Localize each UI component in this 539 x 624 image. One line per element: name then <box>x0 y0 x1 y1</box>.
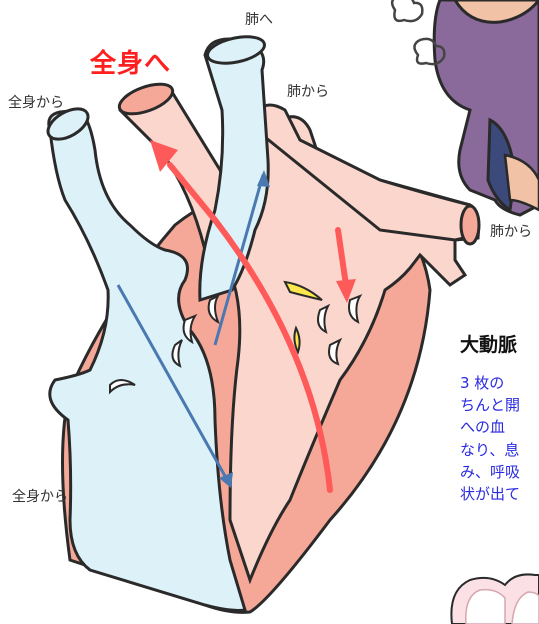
article-line: への血 <box>460 416 539 438</box>
article-line: ちんと開 <box>460 394 539 416</box>
lungs-illustration <box>451 574 539 624</box>
article-heading: 大動脈 <box>460 330 517 357</box>
label-from-whole-body-bottom: 全身から <box>12 486 68 506</box>
label-from-whole-body-top: 全身から <box>8 92 64 112</box>
label-lung-top: 肺へ <box>245 9 273 29</box>
label-to-whole-body: 全身へ <box>90 43 171 80</box>
label-from-lung-far-right: 肺から <box>490 221 532 241</box>
pulmonary-vein-opening <box>461 206 479 244</box>
article-line: み、呼吸 <box>460 461 539 483</box>
article-body: 3 枚の ちんと開 への血 なり、息 み、呼吸 状が出て <box>460 372 539 505</box>
label-from-lung-right: 肺から <box>287 81 329 101</box>
article-line: なり、息 <box>460 439 539 461</box>
article-line: 状が出て <box>460 483 539 505</box>
article-line: 3 枚の <box>460 372 539 394</box>
person-illustration <box>434 0 539 215</box>
